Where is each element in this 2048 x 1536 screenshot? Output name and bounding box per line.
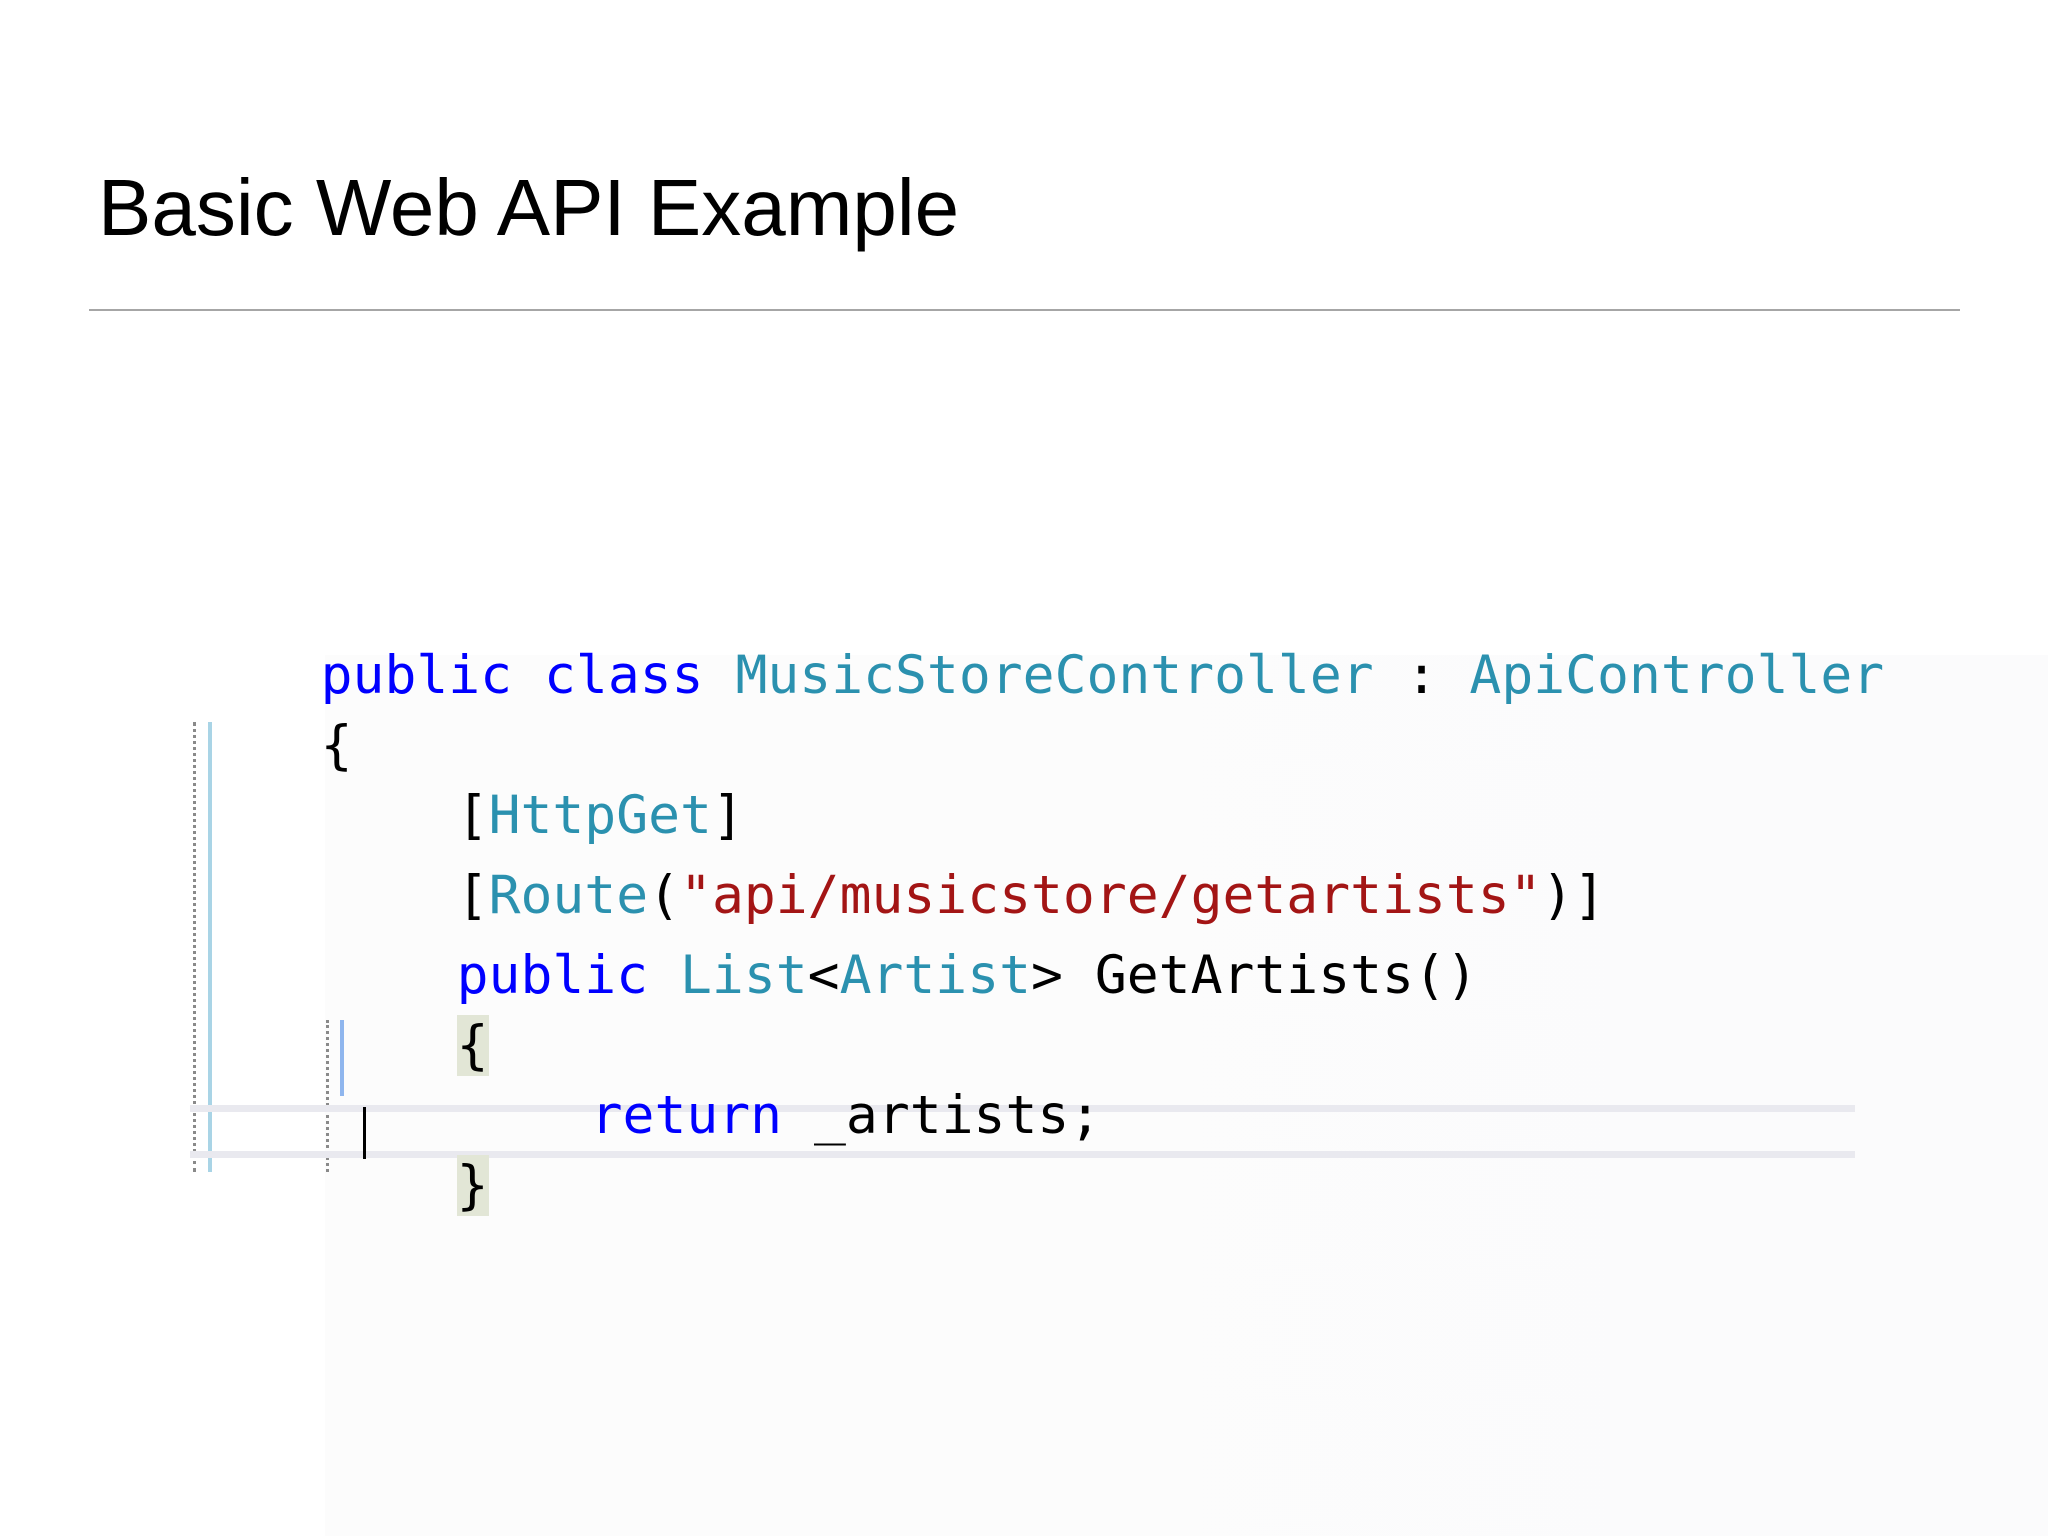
code-line-class-declaration: public class MusicStoreController : ApiC… bbox=[193, 580, 1885, 706]
code-line-httpget-attribute: [HttpGet] bbox=[329, 720, 744, 846]
paren: ( bbox=[648, 865, 681, 926]
class-name: MusicStoreController bbox=[735, 645, 1374, 706]
text-caret bbox=[363, 1107, 366, 1159]
code-line-method-signature: public List<Artist> GetArtists() bbox=[329, 880, 1478, 1006]
return-value: _artists; bbox=[782, 1085, 1102, 1146]
keyword-class: class bbox=[544, 645, 704, 706]
bracket: [ bbox=[456, 865, 489, 926]
type-artist: Artist bbox=[839, 945, 1032, 1006]
code-line-method-open-brace: { bbox=[329, 950, 489, 1076]
attribute-httpget: HttpGet bbox=[488, 785, 712, 846]
attribute-route: Route bbox=[488, 865, 649, 926]
space bbox=[648, 945, 680, 1006]
code-line-return-statement: return _artists; bbox=[463, 1020, 1102, 1146]
open-brace-highlighted: { bbox=[456, 1015, 489, 1076]
keyword-public: public bbox=[320, 645, 513, 706]
base-class-name: ApiController bbox=[1469, 645, 1885, 706]
indent-guide-inner-dotted bbox=[326, 1020, 329, 1172]
slide-title: Basic Web API Example bbox=[98, 163, 960, 252]
method-name: > GetArtists() bbox=[1031, 945, 1478, 1006]
title-divider bbox=[89, 309, 1960, 311]
code-line-open-brace: { bbox=[193, 650, 353, 776]
paren-bracket: )] bbox=[1541, 865, 1606, 926]
angle-bracket: < bbox=[807, 945, 840, 1006]
space bbox=[512, 645, 544, 706]
indent-guide-inner bbox=[340, 1020, 344, 1096]
type-list: List bbox=[680, 945, 808, 1006]
open-brace: { bbox=[320, 715, 353, 776]
indent-guide-outer bbox=[208, 722, 212, 1172]
bracket: [ bbox=[456, 785, 489, 846]
inheritance-colon: : bbox=[1373, 645, 1470, 706]
close-brace-highlighted: } bbox=[456, 1155, 489, 1216]
code-line-method-close-brace: } bbox=[329, 1090, 489, 1216]
keyword-public: public bbox=[456, 945, 649, 1006]
current-line-highlight bbox=[190, 1105, 1855, 1158]
space bbox=[704, 645, 736, 706]
route-string: "api/musicstore/getartists" bbox=[680, 865, 1542, 926]
bracket: ] bbox=[711, 785, 744, 846]
code-line-route-attribute: [Route("api/musicstore/getartists")] bbox=[329, 800, 1606, 926]
indent-guide-outer-dotted bbox=[193, 722, 196, 1172]
code-background bbox=[325, 655, 2048, 1536]
keyword-return: return bbox=[590, 1085, 783, 1146]
